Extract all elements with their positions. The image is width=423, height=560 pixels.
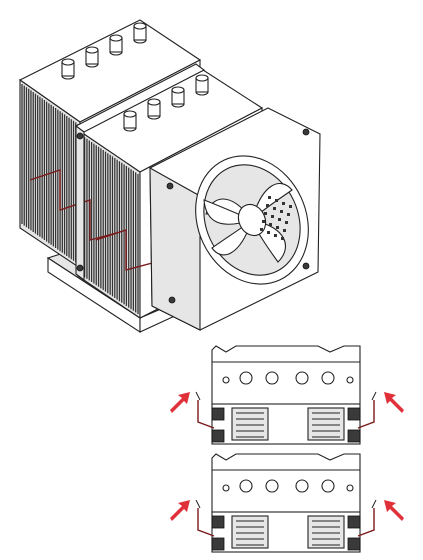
direction-arrow-icon bbox=[170, 500, 190, 521]
fan-corner-pad bbox=[347, 429, 361, 443]
side-view-step-2 bbox=[170, 453, 404, 553]
grille-dot bbox=[283, 229, 286, 232]
direction-arrow-icon bbox=[170, 392, 190, 413]
side-view-step-1 bbox=[170, 345, 404, 445]
right-clip-hook bbox=[371, 499, 377, 509]
grille-dot bbox=[276, 226, 279, 229]
left-fan-clip bbox=[197, 400, 215, 429]
fan-corner-pad bbox=[211, 515, 225, 529]
left-fan-clip bbox=[197, 508, 215, 537]
rear-heatpipe-caps bbox=[61, 22, 147, 80]
fan-corner-pad bbox=[211, 407, 225, 421]
cooler-isometric-view bbox=[18, 19, 321, 334]
grille-dot bbox=[268, 196, 271, 199]
fan-grille-dots bbox=[260, 196, 292, 240]
heatpipe-icon bbox=[239, 479, 253, 493]
grille-dot bbox=[269, 223, 272, 226]
fan-corner-pad bbox=[211, 429, 225, 443]
middle-fan bbox=[74, 63, 206, 282]
grille-dot bbox=[287, 213, 290, 216]
direction-arrow-icon bbox=[384, 500, 404, 521]
grille-dot bbox=[275, 199, 278, 202]
grille-dot bbox=[273, 207, 276, 210]
grille-dot bbox=[262, 220, 265, 223]
grille-dot bbox=[282, 202, 285, 205]
fan-corner-pad bbox=[347, 407, 361, 421]
heatpipe-icon bbox=[222, 376, 230, 384]
heatpipe-icon bbox=[295, 371, 309, 385]
front-fan bbox=[149, 107, 321, 331]
heatpipe-icon bbox=[295, 479, 309, 493]
heatpipe-icon bbox=[265, 479, 279, 493]
grille-dot bbox=[281, 237, 284, 240]
grille-dot bbox=[271, 215, 274, 218]
front-fin-stack bbox=[79, 134, 139, 314]
grille-dot bbox=[280, 210, 283, 213]
grille-dot bbox=[267, 231, 270, 234]
grille-dot bbox=[266, 204, 269, 207]
heatsink-top-plate bbox=[211, 453, 361, 513]
left-clip-hook bbox=[195, 391, 201, 401]
heatpipe-icon bbox=[239, 371, 253, 385]
left-clip-hook bbox=[195, 499, 201, 509]
fan-clip-left bbox=[29, 169, 121, 241]
heatpipe-icon bbox=[346, 376, 354, 384]
grille-dot bbox=[289, 205, 292, 208]
fan-corner-pad bbox=[347, 515, 361, 529]
heatpipe-icon bbox=[321, 371, 335, 385]
right-clip-hook bbox=[371, 391, 377, 401]
heatsink-top-plate bbox=[211, 345, 361, 405]
heatpipe-icon bbox=[321, 479, 335, 493]
grille-dot bbox=[274, 234, 277, 237]
heatpipe-icon bbox=[346, 484, 354, 492]
fan-corner-pad bbox=[211, 537, 225, 551]
grille-dot bbox=[285, 221, 288, 224]
fan-icon bbox=[195, 155, 309, 285]
right-fan-clip bbox=[357, 400, 375, 429]
direction-arrow-icon bbox=[384, 392, 404, 413]
fan-corner-pad bbox=[347, 537, 361, 551]
right-fan-clip bbox=[357, 508, 375, 537]
front-heatpipe-caps bbox=[123, 74, 209, 132]
heatpipe-icon bbox=[265, 371, 279, 385]
grille-dot bbox=[264, 212, 267, 215]
grille-dot bbox=[278, 218, 281, 221]
grille-dot bbox=[260, 228, 263, 231]
heatpipe-icon bbox=[222, 484, 230, 492]
